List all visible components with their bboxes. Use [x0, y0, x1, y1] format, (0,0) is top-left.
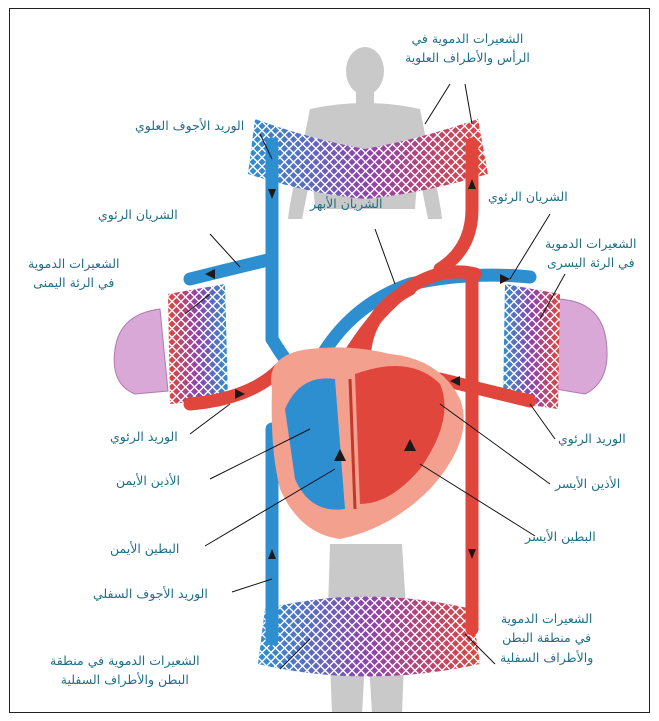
label-right-atrium: الأذين الأيمن	[116, 471, 180, 490]
diagram-frame: الشعيرات الدموية في الرأس والأطراف العلو…	[9, 8, 650, 713]
right-lung-capillary-bed	[168, 284, 228, 404]
circulation-diagram	[10, 9, 650, 713]
label-left-lung-capillaries: الشعيرات الدموية في الرئة اليسرى	[545, 234, 637, 273]
label-aorta: الشريان الأبهر	[310, 194, 383, 213]
lower-capillary-bed	[258, 597, 480, 677]
label-right-ventricle: البطين الأيمن	[110, 539, 179, 558]
left-lung-icon	[555, 299, 607, 394]
right-lung-icon	[114, 309, 168, 394]
label-pulmonary-artery-left: الشريان الرئوي	[488, 187, 568, 206]
label-superior-vena-cava: الوريد الأجوف العلوي	[135, 116, 244, 135]
label-lower-capillaries-left: الشعيرات الدموية في منطقة البطن والأطراف…	[50, 651, 200, 690]
label-lower-capillaries-right: الشعيرات الدموية في منطقة البطن والأطراف…	[500, 609, 593, 667]
heart-illustration	[271, 347, 464, 539]
label-pulmonary-vein-left: الوريد الرئوي	[558, 429, 626, 448]
label-head-capillaries: الشعيرات الدموية في الرأس والأطراف العلو…	[405, 29, 530, 68]
label-left-ventricle: البطين الأيسر	[525, 527, 596, 546]
label-inferior-vena-cava: الوريد الأجوف السفلي	[93, 584, 208, 603]
label-pulmonary-vein-right: الوريد الرئوي	[110, 427, 178, 446]
label-pulmonary-artery-right: الشريان الرئوي	[98, 205, 178, 224]
label-left-atrium: الأذين الأيسر	[555, 474, 620, 493]
label-right-lung-capillaries: الشعيرات الدموية في الرئة اليمنى	[28, 254, 120, 293]
